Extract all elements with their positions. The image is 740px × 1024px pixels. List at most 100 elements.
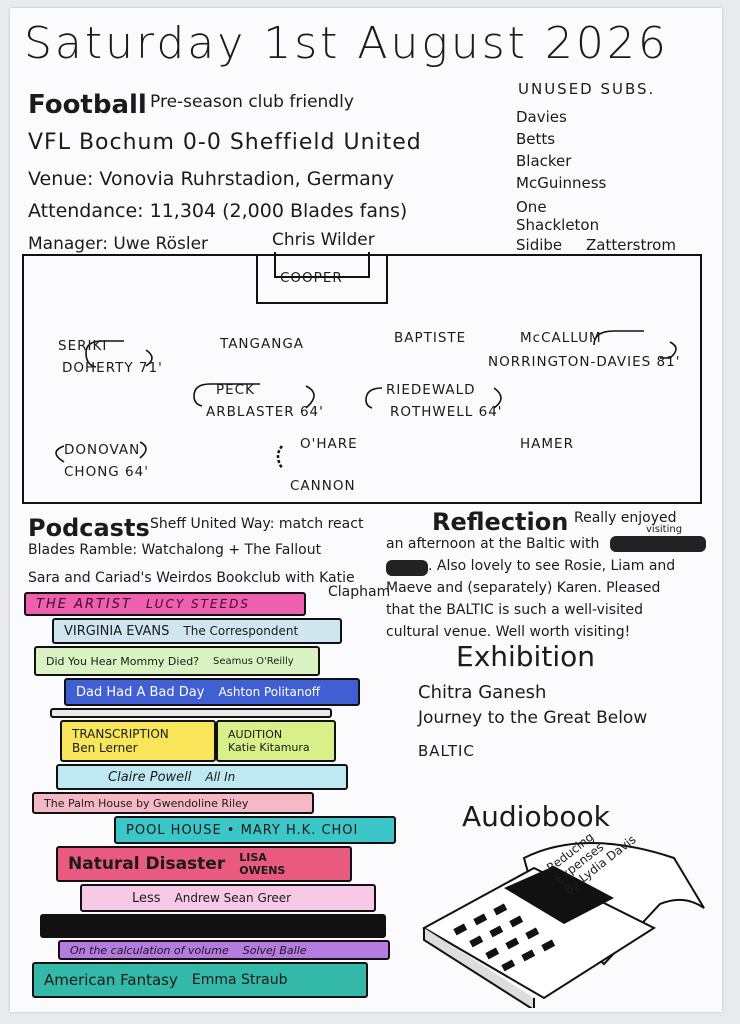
match-score: VFL Bochum 0-0 Sheffield United — [28, 130, 422, 155]
unused-subs-title: UNUSED SUBS. — [518, 80, 656, 98]
sport-title: Football — [28, 90, 147, 120]
podcast-item: Sheff United Way: match react — [150, 516, 364, 532]
book-spine — [50, 708, 332, 718]
book-author: Ashton Politanoff — [218, 685, 321, 699]
audiobook-title: Audiobook — [462, 800, 610, 833]
six-yard-box — [274, 252, 370, 278]
sub-item: Zatterstrom — [586, 236, 676, 254]
player-baptiste: BAPTISTE — [394, 330, 467, 346]
book-author: Emma Straub — [191, 972, 288, 988]
reflection-line: Maeve and (separately) Karen. Pleased — [386, 580, 661, 596]
book-spine: VIRGINIA EVANS The Correspondent — [52, 618, 342, 644]
reflection-line: . Also lovely to see Rosie, Liam and — [428, 558, 676, 574]
calculator-screen — [504, 866, 614, 924]
page-date: Saturday 1st August 2026 — [24, 18, 669, 69]
book-title: AUDITION — [228, 728, 283, 741]
player-hamer: HAMER — [520, 436, 574, 452]
pitch-diagram: COOPER SERIKI DOHERTY 71' TANGANGA BAPTI… — [22, 252, 702, 504]
player-norrington-davies: NORRINGTON-DAVIES 81' — [488, 354, 681, 370]
player-cannon: CANNON — [290, 478, 356, 494]
book-spine: Natural Disaster LISA OWENS — [56, 846, 352, 882]
player-donovan: DONOVAN — [64, 442, 141, 458]
sub-arrows — [55, 330, 677, 469]
player-tanganga: TANGANGA — [220, 336, 305, 352]
reflection-line: visiting — [646, 524, 683, 535]
calculator-illustration — [421, 842, 705, 1008]
player-peck: PECK — [216, 382, 255, 398]
book-author: All In — [205, 770, 236, 784]
podcast-item: Clapham — [328, 584, 391, 600]
sub-item: One — [516, 198, 547, 216]
book-author: Ben Lerner — [72, 741, 138, 755]
receipt-paper — [522, 842, 705, 966]
exhibition-venue: BALTIC — [418, 742, 475, 760]
podcast-item: Blades Ramble: Watchalong + The Fallout — [28, 542, 322, 558]
player-doherty: DOHERTY 71' — [62, 360, 163, 376]
book-author: LUCY STEEDS — [145, 597, 250, 611]
manager-away: Chris Wilder — [272, 230, 375, 250]
exhibition-name: Journey to the Great Below — [418, 708, 648, 728]
player-arblaster: ARBLASTER 64' — [206, 404, 324, 420]
player-seriki: SERIKI — [58, 338, 108, 354]
book-author: Seamus O'Reilly — [213, 655, 294, 667]
book-spine: THE ARTIST LUCY STEEDS — [24, 592, 306, 616]
book-author: Andrew Sean Greer — [174, 891, 292, 905]
book-title: Did You Hear Mommy Died? — [46, 654, 200, 668]
podcasts-title: Podcasts — [28, 514, 150, 542]
player-chong: CHONG 64' — [64, 464, 149, 480]
arrow-seriki — [85, 340, 124, 368]
book-spine: On the calculation of volume Solvej Balle — [58, 940, 390, 960]
book-spine — [40, 914, 386, 938]
book-author: LISA OWENS — [239, 851, 286, 877]
book-spine: Claire Powell All In — [56, 764, 348, 790]
book-title: The Palm House by Gwendoline Riley — [44, 796, 249, 810]
player-ohare: O'HARE — [300, 436, 358, 452]
match-attendance: Attendance: 11,304 (2,000 Blades fans) — [28, 200, 408, 222]
sub-item: Blacker — [516, 152, 572, 170]
podcast-item: Sara and Cariad's Weirdos Bookclub with … — [28, 570, 355, 586]
exhibition-title: Exhibition — [456, 640, 595, 673]
book-spine: POOL HOUSE • MARY H.K. CHOI — [114, 816, 396, 844]
book-author: The Correspondent — [183, 624, 299, 638]
match-type: Pre-season club friendly — [150, 92, 354, 112]
book-title: POOL HOUSE • MARY H.K. CHOI — [126, 822, 359, 838]
match-venue: Venue: Vonovia Ruhrstadion, Germany — [28, 168, 395, 190]
book-title: Natural Disaster — [68, 854, 226, 874]
player-gk: COOPER — [280, 270, 343, 286]
exhibition-artist: Chitra Ganesh — [418, 682, 547, 703]
reflection-line: cultural venue. Well worth visiting! — [386, 624, 631, 640]
book-title: Claire Powell — [108, 769, 192, 785]
sub-item: Sidibe — [516, 236, 563, 254]
book-title: American Fantasy — [44, 971, 178, 989]
player-mccallum: McCALLUM — [520, 330, 602, 346]
manager-home: Manager: Uwe Rösler — [28, 234, 209, 254]
sub-item: Davies — [516, 108, 567, 126]
sub-item: Betts — [516, 130, 556, 148]
book-spine: Less Andrew Sean Greer — [80, 884, 376, 912]
book-title: TRANSCRIPTION — [72, 727, 169, 741]
book-author: Katie Kitamura — [228, 741, 310, 754]
journal-page: Saturday 1st August 2026 Football Pre-se… — [10, 8, 722, 1012]
book-title: THE ARTIST — [36, 596, 132, 612]
sub-item: Shackleton — [516, 216, 600, 234]
book-spine: Did You Hear Mommy Died? Seamus O'Reilly — [34, 646, 320, 676]
book-title: On the calculation of volume — [70, 943, 229, 957]
reflection-title: Reflection — [432, 508, 569, 536]
reflection-line: that the BALTIC is such a well-visited — [386, 602, 643, 618]
book-spine: The Palm House by Gwendoline Riley — [32, 792, 314, 814]
reflection-line: Really enjoyed — [574, 510, 677, 526]
redaction-mark — [386, 560, 428, 576]
book-title: VIRGINIA EVANS — [64, 623, 170, 639]
book-spine: American Fantasy Emma Straub — [32, 962, 368, 998]
sub-item: McGuinness — [516, 174, 607, 192]
redaction-mark — [610, 536, 706, 552]
book-title: Less — [132, 890, 161, 906]
player-rothwell: ROTHWELL 64' — [390, 404, 503, 420]
book-author: Solvej Balle — [242, 943, 307, 957]
penalty-box — [256, 252, 388, 304]
player-riedewald: RIEDEWALD — [386, 382, 476, 398]
reflection-line: an afternoon at the Baltic with — [386, 536, 600, 552]
